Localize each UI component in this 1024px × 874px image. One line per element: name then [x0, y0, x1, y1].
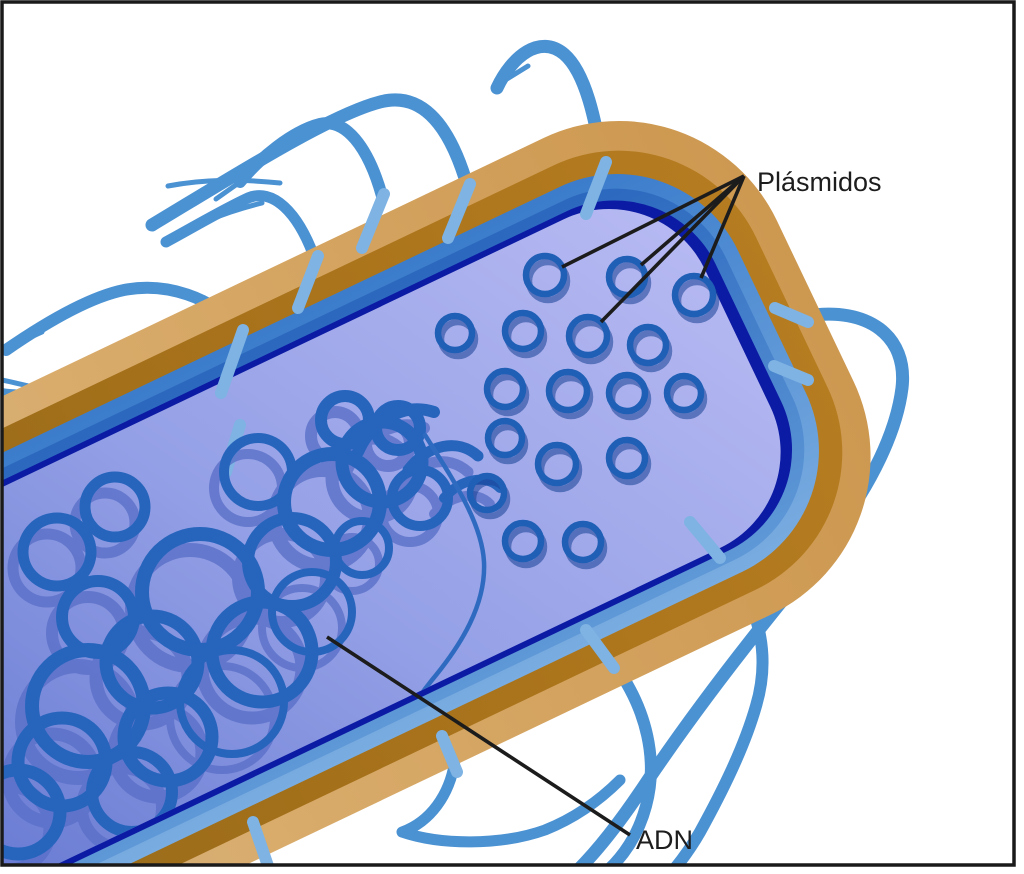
plasmid-ring [501, 309, 545, 353]
flagellum [604, 658, 657, 865]
plasmid-ring [484, 417, 526, 459]
plasmid-ring [605, 436, 649, 480]
flagellum-anchor [356, 188, 390, 254]
plasmid-ring [626, 323, 670, 367]
flagellum-anchor [769, 302, 814, 328]
flagellum-anchor [580, 156, 612, 220]
plasmid-ring [483, 367, 527, 411]
flagellum [160, 190, 322, 268]
plasmid-pointer-line [699, 175, 746, 279]
flagellum-anchor [684, 516, 726, 564]
flagellum-anchor [215, 324, 249, 399]
plasmid-ring [565, 313, 611, 359]
plasmid-ring [605, 371, 649, 415]
flagellum-anchor [580, 624, 620, 674]
flagellum-anchor [436, 730, 463, 778]
flagellum-anchor [768, 360, 814, 386]
plasmid-ring [671, 272, 717, 318]
plasmid-ring [466, 472, 508, 514]
pointer-lines [326, 174, 746, 837]
flagellum-tip [491, 63, 531, 90]
flagellum-anchor [442, 178, 476, 244]
plasmid-ring [534, 441, 580, 487]
plasmid-ring [522, 252, 568, 298]
plasmid-ring [663, 372, 705, 414]
flagellum-tip [213, 179, 243, 202]
flagellum-anchor [292, 250, 324, 314]
dna-pointer-line [326, 635, 631, 837]
cytoplasm [2, 209, 781, 865]
plasmid-ring [501, 519, 545, 563]
plasmid-rings [434, 252, 720, 570]
flagellum-tip [165, 177, 283, 189]
plasmid-pointer-line [561, 174, 745, 269]
plasmid-ring [545, 368, 591, 414]
plasmids-label: Plásmidos [757, 167, 882, 197]
flagellum [234, 117, 388, 202]
plasmid-pointer-line [599, 174, 746, 324]
dna-label: ADN [636, 825, 693, 855]
flagellum-tip [2, 329, 45, 353]
flagellum [396, 754, 626, 848]
plasmid-pointer-line [639, 174, 746, 267]
plasmid-ring [434, 312, 476, 354]
flagellum-anchor [247, 816, 274, 865]
plasmid-ring [561, 520, 605, 564]
flagella-anchor-stubs [215, 156, 814, 865]
